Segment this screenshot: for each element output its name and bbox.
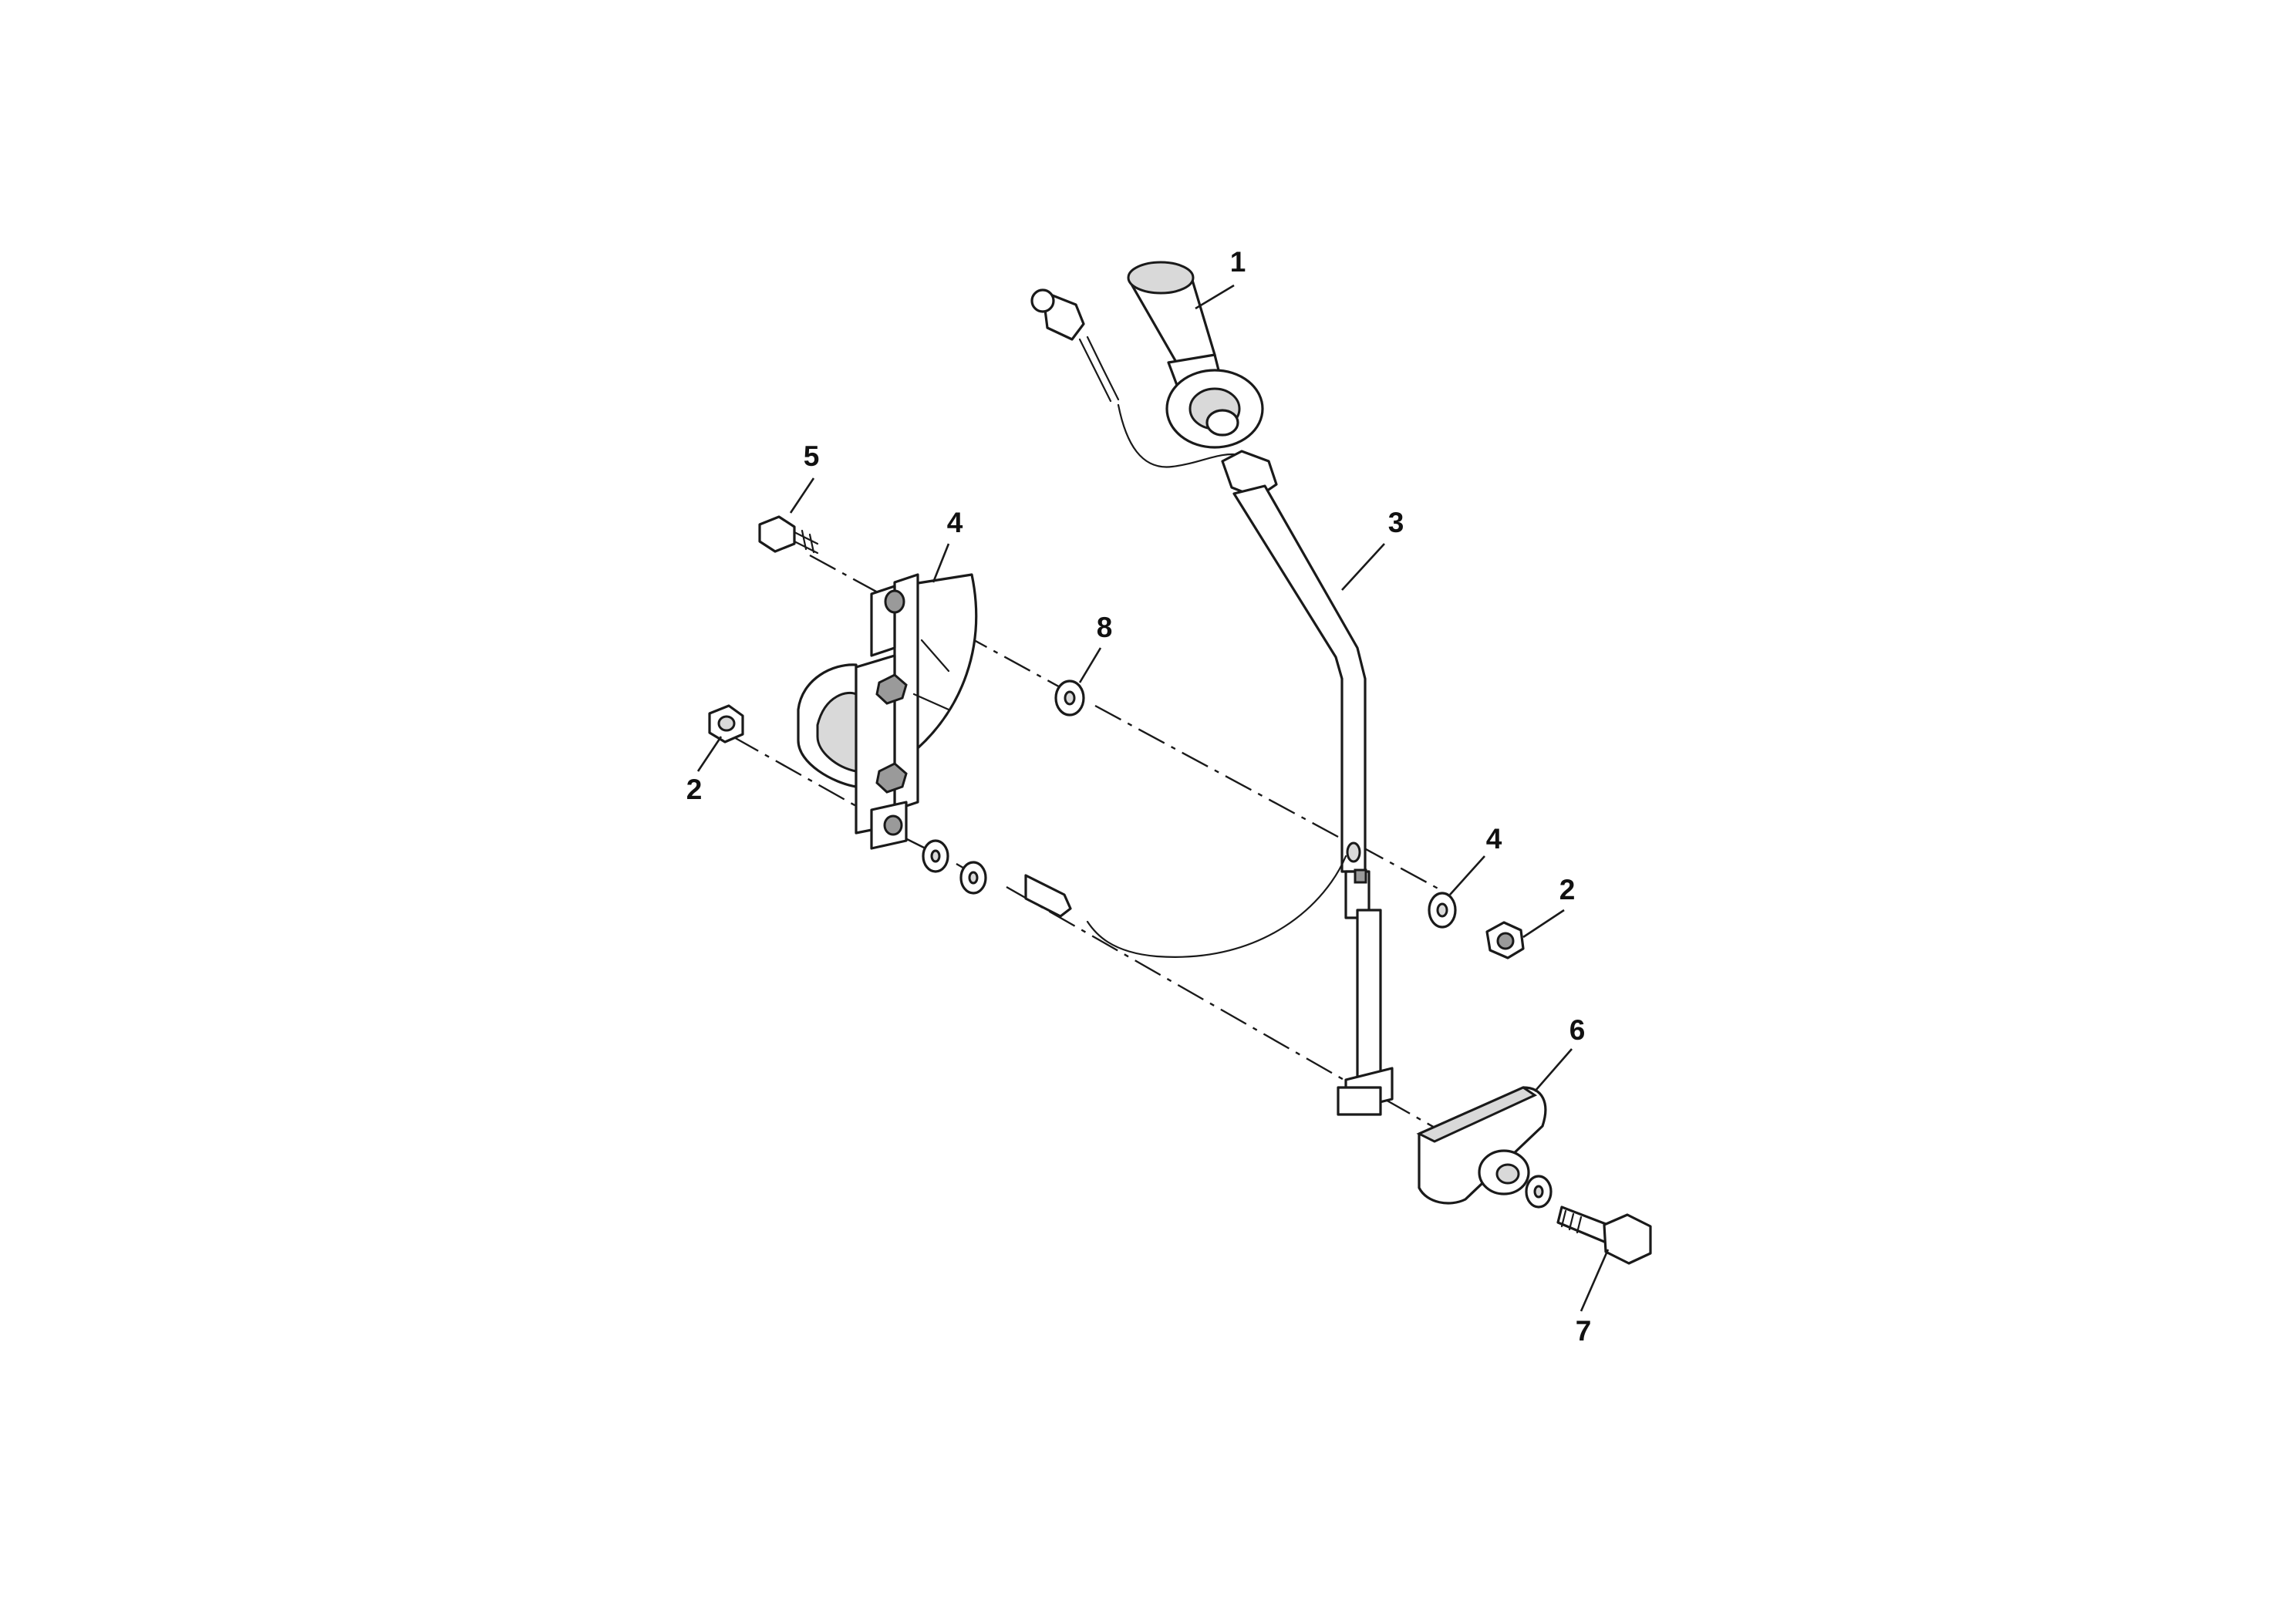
callout-5: 5: [804, 440, 820, 472]
callout-2-left: 2: [686, 774, 703, 805]
assembly-lines: [732, 554, 1528, 1182]
lever: [1221, 450, 1394, 1116]
callout-3: 3: [1388, 507, 1404, 538]
washer-8: [1054, 679, 1085, 717]
callout-6: 6: [1569, 1014, 1586, 1046]
quadrant-plate: [797, 573, 978, 850]
callout-1: 1: [1230, 246, 1246, 278]
washers-lower-left: [922, 839, 987, 895]
callout-leaders: [696, 284, 1610, 1312]
cable-end: [1024, 874, 1072, 918]
knob-handle: [1030, 261, 1264, 468]
nut-2-right: [1485, 921, 1525, 959]
bolt-5: [758, 515, 819, 555]
callout-7: 7: [1576, 1315, 1592, 1347]
callout-numbers: 1 3 5 4 8 2 4 2 6 7: [686, 246, 1592, 1347]
washer-4-right: [1428, 892, 1457, 929]
cable: [1086, 855, 1347, 958]
callout-4-right: 4: [1486, 823, 1502, 855]
callout-4-left: 4: [947, 507, 963, 538]
nut-2-left: [708, 704, 744, 744]
cam-block-6: [1416, 1086, 1547, 1205]
callout-8: 8: [1097, 612, 1113, 643]
callout-2-right: 2: [1559, 874, 1576, 905]
bolt-7: [1525, 1175, 1652, 1265]
